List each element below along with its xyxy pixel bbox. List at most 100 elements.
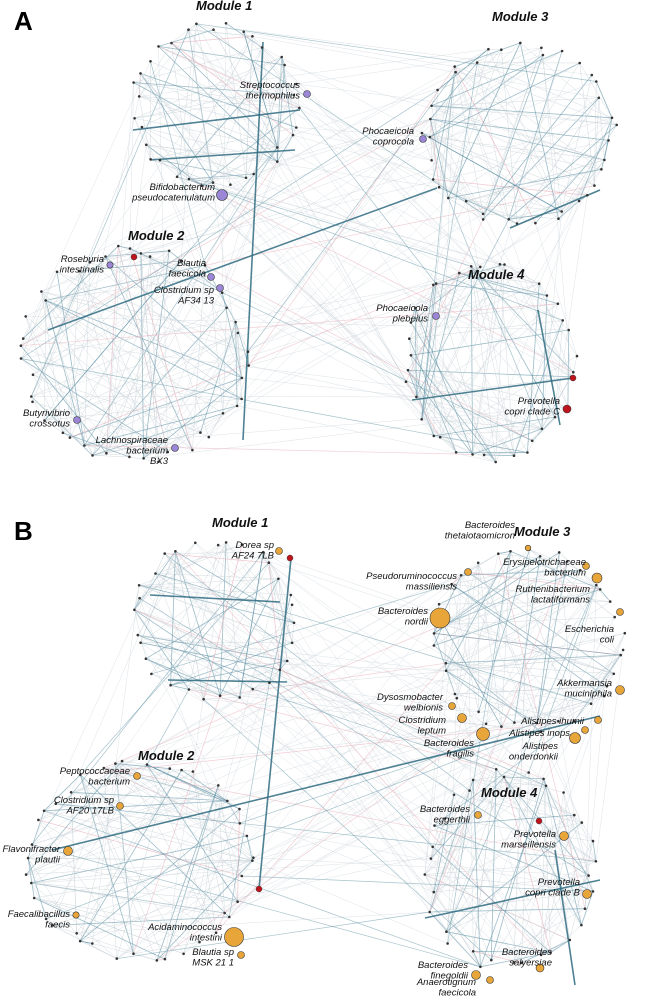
taxon-node — [275, 547, 283, 555]
network-edge — [27, 857, 81, 942]
network-node — [557, 719, 560, 723]
network-node — [252, 856, 255, 859]
network-edge — [30, 29, 189, 397]
network-node — [191, 770, 195, 773]
taxon-label-line: Bacteroides — [424, 738, 474, 749]
network-edge — [513, 686, 608, 963]
taxon-node — [216, 189, 228, 201]
network-edge — [476, 62, 562, 212]
network-node — [30, 843, 34, 846]
network-edge — [485, 551, 511, 724]
network-edge — [451, 583, 608, 687]
module-label: Module 2 — [138, 748, 195, 763]
taxon-node — [591, 572, 603, 584]
network-node — [579, 568, 582, 572]
network-edge — [446, 776, 505, 932]
network-node — [234, 320, 237, 324]
taxon-label-line: intestinalis — [60, 265, 105, 276]
network-node — [415, 395, 418, 399]
network-node — [565, 560, 569, 563]
network-edge — [447, 633, 625, 944]
taxon-label-line: Roseburia — [61, 254, 104, 265]
network-edge — [31, 396, 45, 421]
network-edge — [155, 573, 288, 662]
taxon-label-line: Alistipes ihumii — [520, 716, 585, 727]
network-node — [623, 631, 627, 635]
taxon-node — [106, 261, 114, 269]
network-edge — [150, 147, 278, 160]
network-edge — [20, 283, 437, 359]
network-edge — [164, 553, 522, 964]
network-edge — [424, 779, 474, 875]
network-edge — [31, 272, 460, 397]
network-edge — [84, 445, 473, 455]
network-node — [139, 72, 142, 75]
network-node — [199, 431, 202, 434]
strong-edge — [258, 557, 292, 890]
network-node — [44, 299, 47, 302]
network-node — [240, 874, 244, 878]
network-node — [541, 53, 545, 57]
taxon-node — [582, 562, 590, 570]
network-node — [155, 959, 159, 962]
network-edge — [446, 632, 625, 671]
network-edge — [439, 264, 505, 438]
network-node — [494, 768, 498, 771]
taxon-node — [171, 444, 179, 452]
network-edge — [139, 23, 197, 97]
network-edge — [200, 321, 236, 433]
network-edge — [106, 432, 201, 454]
network-edge — [20, 271, 58, 359]
network-node — [30, 395, 33, 398]
network-edge — [269, 682, 433, 848]
network-edge — [429, 136, 605, 161]
network-node — [202, 697, 205, 701]
network-edge — [431, 105, 613, 119]
network-edge — [424, 861, 596, 875]
network-edge — [522, 159, 605, 271]
network-node — [51, 924, 54, 927]
network-edge — [192, 771, 225, 914]
network-edge — [573, 649, 624, 722]
network-edge — [446, 584, 597, 932]
network-node — [163, 552, 166, 555]
network-edge — [175, 551, 221, 696]
network-edge — [451, 584, 575, 722]
network-edge — [69, 377, 243, 438]
network-node — [500, 48, 503, 51]
network-edge — [151, 673, 435, 826]
network-edge — [208, 413, 224, 438]
network-node — [498, 263, 502, 266]
network-edge — [27, 584, 452, 859]
network-edge — [31, 882, 238, 902]
network-edge — [167, 118, 431, 453]
network-node — [568, 938, 572, 942]
taxon-label-line: copri clade B — [525, 888, 581, 899]
network-node — [420, 131, 424, 135]
network-node — [507, 218, 511, 221]
network-edge — [513, 320, 564, 456]
network-node — [224, 541, 228, 544]
network-edge — [38, 697, 457, 821]
network-node — [154, 572, 157, 575]
network-edge — [496, 769, 594, 892]
network-edge — [20, 358, 496, 463]
network-edge — [146, 720, 559, 765]
network-edge — [499, 50, 563, 265]
taxon-node — [582, 889, 592, 899]
network-edge — [31, 551, 264, 845]
network-node — [19, 344, 23, 348]
network-edge — [129, 82, 134, 249]
network-node — [597, 96, 601, 100]
network-edge — [204, 185, 595, 266]
taxon-node — [474, 811, 482, 819]
network-edge — [561, 74, 593, 212]
network-edge — [31, 857, 254, 884]
taxon-label-line: Bacteroides — [502, 947, 552, 958]
network-edge — [482, 47, 542, 214]
network-node — [580, 821, 584, 824]
network-edge — [183, 808, 240, 954]
